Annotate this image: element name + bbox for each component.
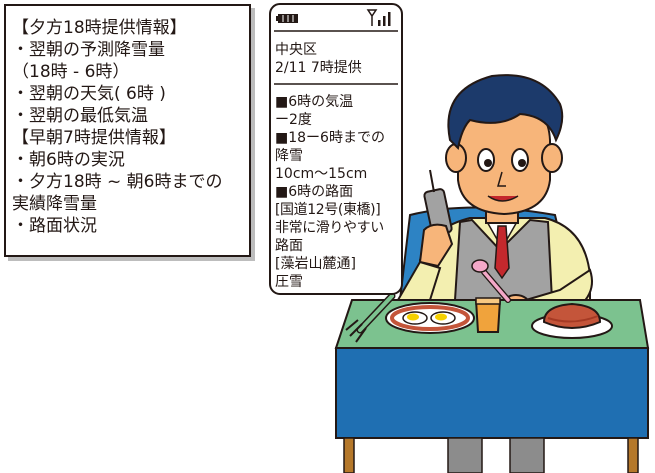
info-line-1: 【夕方18時提供情報】 — [12, 18, 187, 38]
plate-rim — [390, 305, 470, 331]
info-line-5: ・翌朝の最低気温 — [12, 106, 148, 126]
info-box-frame: 【夕方18時提供情報】 ・翌朝の予測降雪量 （18時 - 6時） ・翌朝の天気(… — [4, 4, 251, 257]
pancake — [542, 302, 602, 329]
info-line-9: 実績降雪量 — [12, 194, 97, 214]
info-line-4: ・翌朝の天気( 6時 ) — [12, 84, 166, 104]
spoon-icon — [471, 259, 511, 303]
fork-icon — [345, 292, 396, 343]
hair — [447, 74, 564, 151]
table-front — [335, 347, 649, 439]
phone-time-label: 2/11 7時提供 — [275, 60, 362, 76]
phone-line-2: ー2度 — [275, 112, 312, 128]
leg-left — [447, 437, 483, 473]
phone-line-1: ■6時の気温 — [275, 94, 354, 110]
left-hand — [418, 223, 454, 268]
mobile-phone — [423, 169, 453, 236]
phone-area: 中央区 — [275, 42, 317, 58]
phone-screen-frame — [269, 3, 403, 295]
battery-icon — [276, 14, 298, 23]
phone-line-3: ■18ー6時までの — [275, 130, 385, 146]
mouth — [487, 195, 519, 202]
table-leg-right — [627, 437, 639, 473]
left-pupil — [484, 159, 492, 167]
nose — [497, 171, 506, 187]
right-pupil — [518, 159, 526, 167]
phone-line-8: 非常に滑りやすい — [275, 220, 384, 236]
phone-line-10: [藻岩山麓通] — [275, 256, 356, 272]
table-leg-left — [343, 437, 355, 473]
phone-line-11: 圧雪 — [275, 274, 303, 290]
info-line-2: ・翌朝の予測降雪量 — [12, 40, 165, 60]
egg-yolk-left — [407, 313, 419, 321]
juice-cup — [474, 299, 502, 333]
phone-line-5: 10cm〜15cm — [275, 166, 368, 182]
left-ear — [445, 143, 467, 173]
info-line-7: ・朝6時の実況 — [12, 150, 125, 170]
info-line-10: ・路面状況 — [12, 216, 97, 236]
phone-line-7: [国道12号(東橋)] — [275, 202, 381, 218]
phone-line-4: 降雪 — [275, 148, 303, 164]
egg-yolk-right — [435, 313, 447, 321]
phone-line-9: 路面 — [275, 238, 303, 254]
tie — [494, 225, 510, 280]
leg-right — [509, 437, 545, 473]
phone-line-6: ■6時の路面 — [275, 184, 354, 200]
info-line-8: ・夕方18時 ~ 朝6時までの — [12, 172, 223, 192]
signal-antenna-icon — [366, 9, 391, 26]
info-line-6: 【早朝7時提供情報】 — [12, 128, 176, 148]
info-line-3: （18時 - 6時） — [12, 62, 130, 82]
right-ear — [541, 143, 563, 173]
